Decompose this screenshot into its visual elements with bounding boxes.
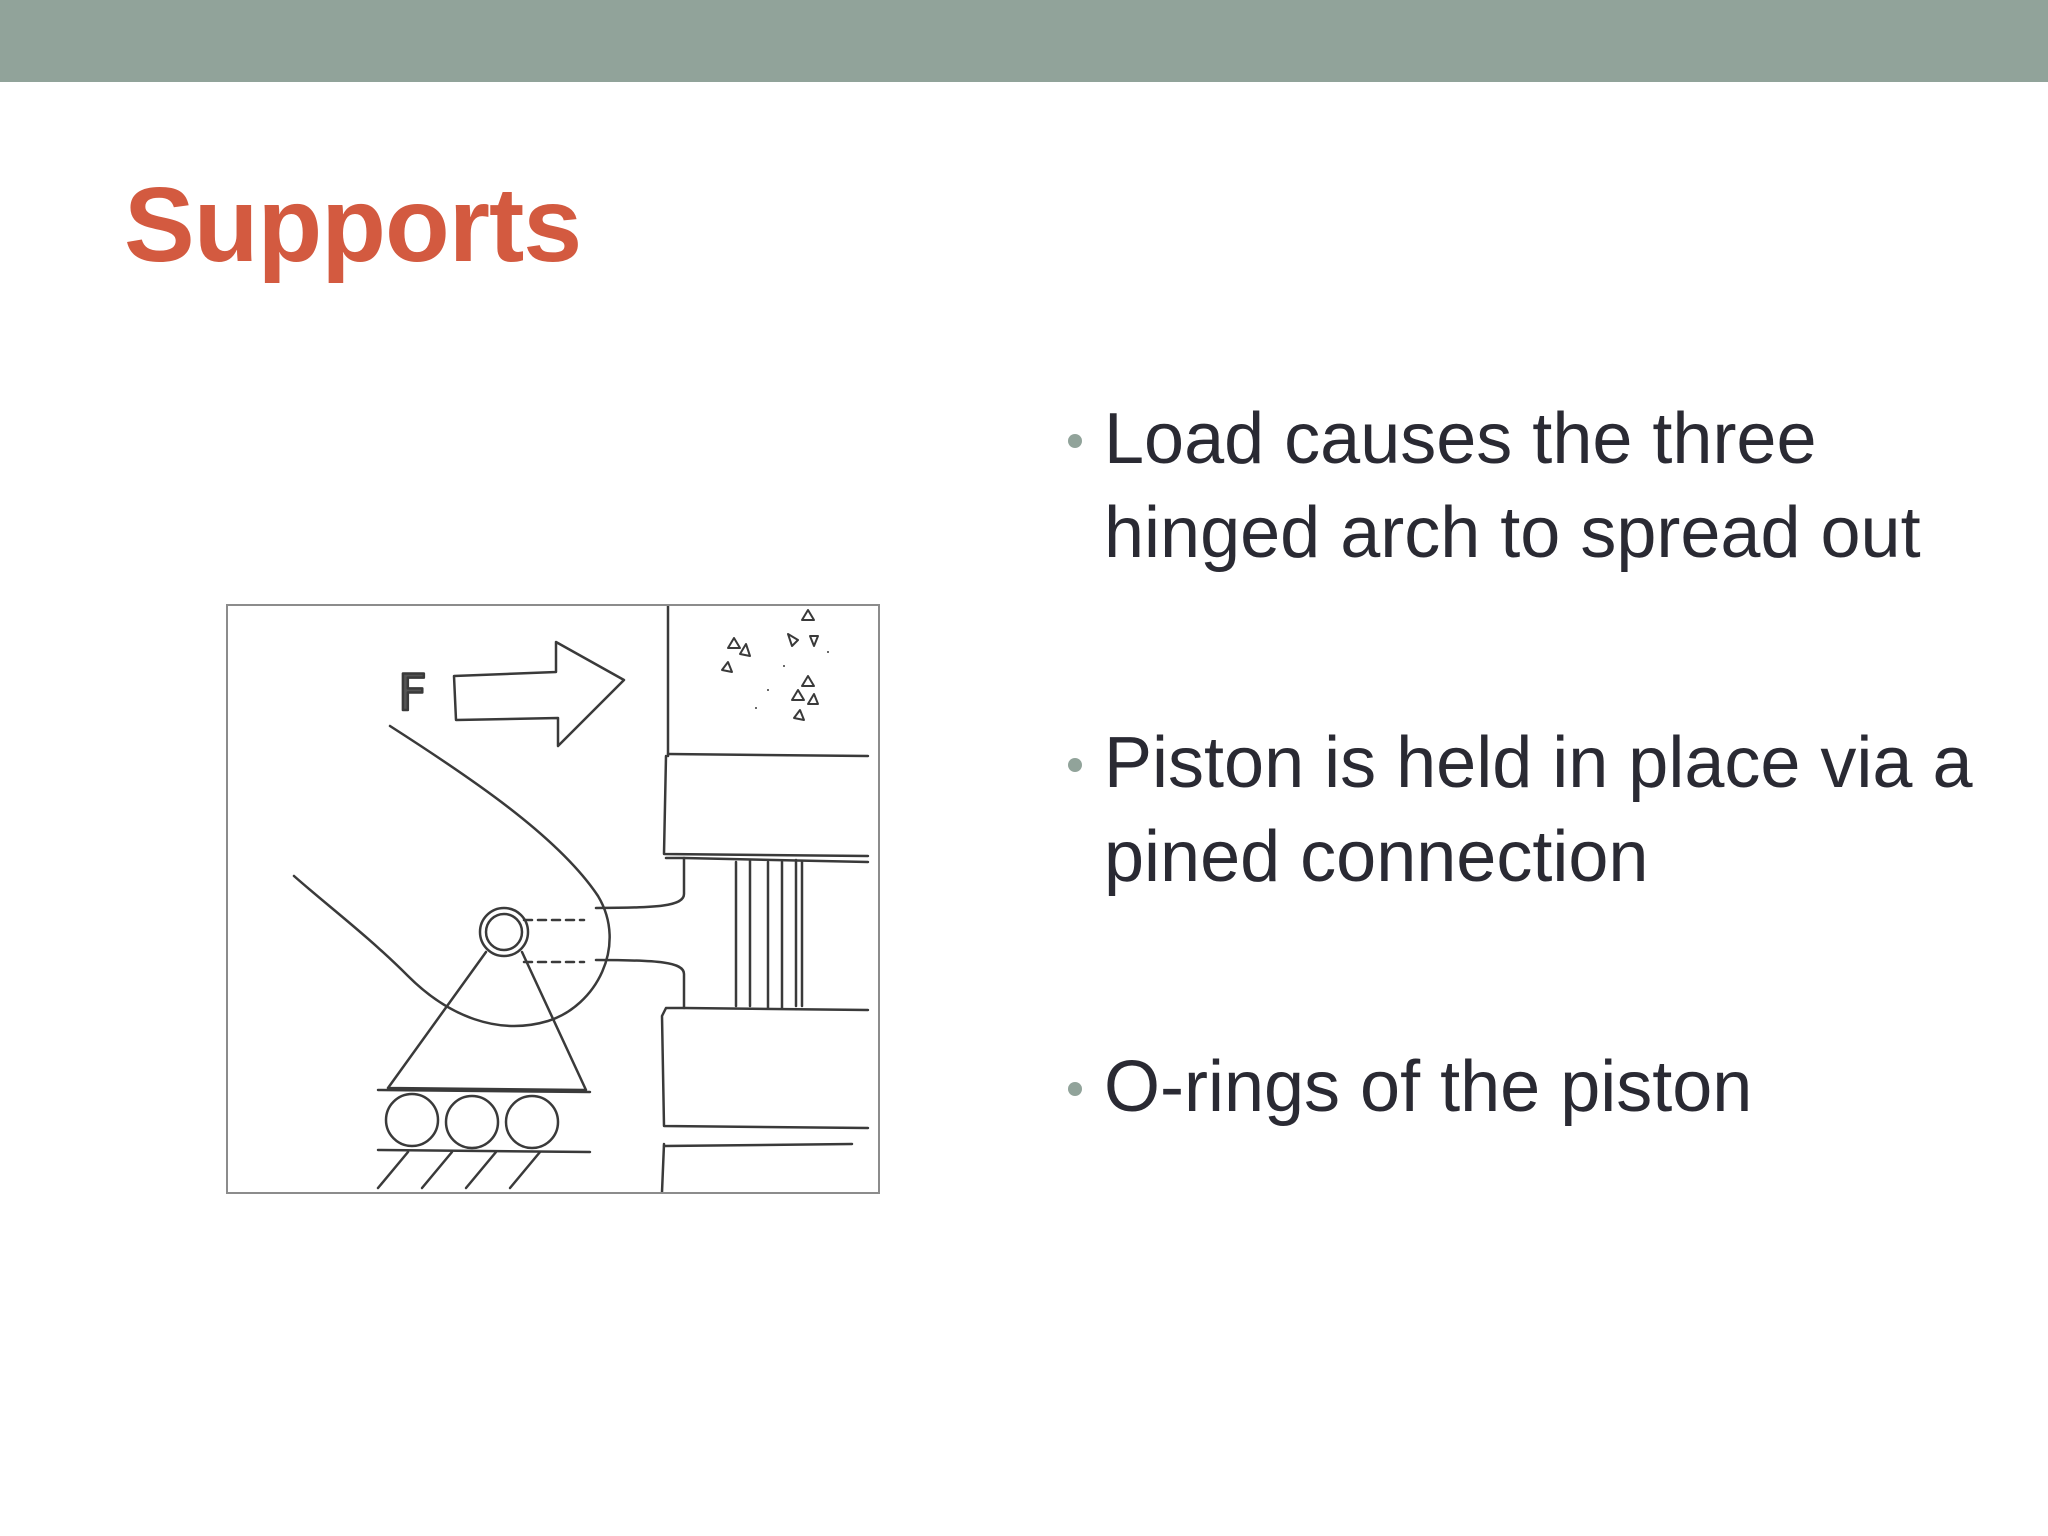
roller-support-sketch — [376, 950, 592, 1190]
bullet-list: Load causes the three hinged arch to spr… — [1062, 392, 2022, 1134]
bullet-text: Piston is held in place via a pined conn… — [1104, 723, 1973, 897]
piston-housing-sketch — [594, 606, 870, 1192]
bullet-dot-icon — [1068, 758, 1082, 772]
force-label: F — [398, 664, 427, 722]
bullet-item: Load causes the three hinged arch to spr… — [1062, 392, 2022, 580]
bullet-text: Load causes the three hinged arch to spr… — [1104, 399, 1921, 573]
bullet-dot-icon — [1068, 434, 1082, 448]
support-sketch-figure: F — [226, 604, 880, 1194]
arch-member-sketch — [292, 724, 611, 1028]
slide-title: Supports — [124, 166, 582, 284]
bullet-item: Piston is held in place via a pined conn… — [1062, 716, 2022, 904]
force-arrow: F — [397, 640, 626, 748]
header-band — [0, 0, 2048, 82]
aggregate-marks — [721, 609, 829, 721]
bullet-dot-icon — [1068, 1082, 1082, 1096]
bullet-item: O-rings of the piston — [1062, 1040, 2022, 1134]
bullet-text: O-rings of the piston — [1104, 1047, 1753, 1127]
